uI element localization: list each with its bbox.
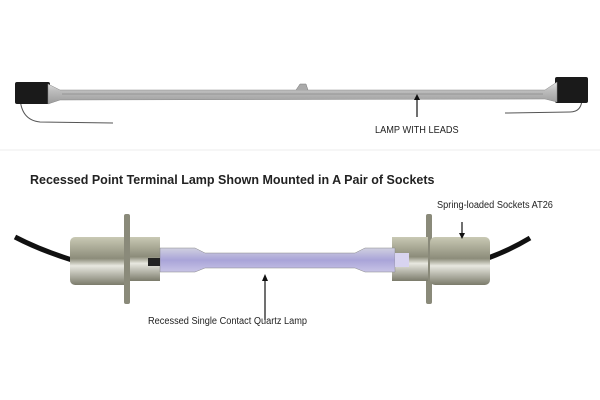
exhaust-tip [295,83,309,91]
left-flange [124,214,130,304]
lamp-in-sockets [13,214,532,304]
quartz-tube [47,81,558,105]
right-socket [430,237,490,285]
right-contact [395,253,409,267]
arrowhead-lamp-with-leads [414,94,420,100]
bottom-diagram-title: Recessed Point Terminal Lamp Shown Mount… [30,173,435,187]
right-end-cap [555,77,588,103]
label-lamp-with-leads: LAMP WITH LEADS [375,125,459,136]
label-quartz-lamp: Recessed Single Contact Quartz Lamp [148,316,308,327]
arrowhead-sockets [459,233,465,239]
label-sockets: Spring-loaded Sockets AT26 [437,200,553,211]
right-cable [487,235,532,261]
left-cable [13,234,73,263]
lamp-with-leads [15,77,588,124]
left-end-cap [15,82,50,104]
arrowhead-quartz-lamp [262,274,268,281]
quartz-lamp [159,247,396,273]
left-contact [148,258,160,266]
left-socket [70,237,130,285]
